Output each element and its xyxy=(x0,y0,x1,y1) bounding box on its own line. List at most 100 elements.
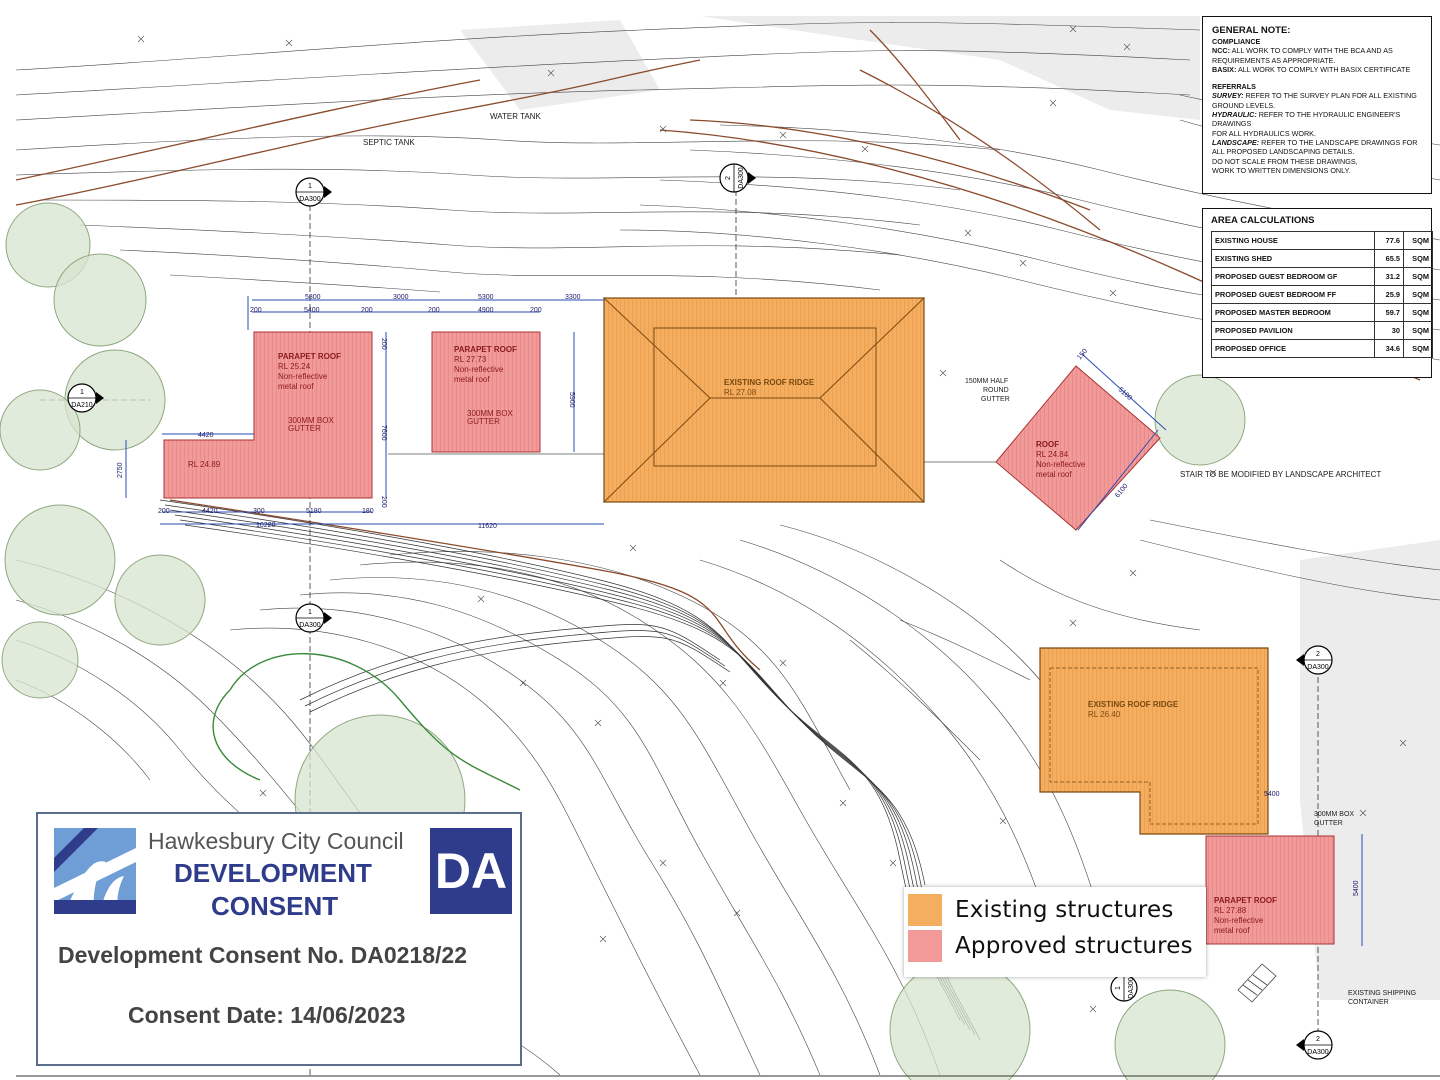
svg-text:5800: 5800 xyxy=(305,294,321,301)
existing-roof-shed: EXISTING ROOF RIDGE RL 26.40 xyxy=(1039,647,1269,835)
level-crosses xyxy=(137,25,1407,1013)
svg-text:200: 200 xyxy=(428,307,440,314)
svg-text:200: 200 xyxy=(530,307,542,314)
svg-text:2: 2 xyxy=(725,176,732,180)
council-name: Hawkesbury City Council xyxy=(148,828,404,854)
svg-text:DA300: DA300 xyxy=(1307,1049,1329,1056)
ncc-note: NCC: ALL WORK TO COMPLY WITH THE BCA AND… xyxy=(1212,46,1393,65)
svg-text:5900: 5900 xyxy=(568,392,575,408)
svg-text:180: 180 xyxy=(362,508,374,515)
legend: Existing structures Approved structures xyxy=(904,887,1206,977)
svg-text:5400: 5400 xyxy=(1264,791,1280,798)
area-calculations-title: AREA CALCULATIONS xyxy=(1211,215,1315,226)
svg-text:2750: 2750 xyxy=(117,462,124,478)
svg-text:RL 26.40: RL 26.40 xyxy=(1088,710,1121,719)
svg-text:DA300: DA300 xyxy=(1128,977,1135,999)
svg-text:RL 24.84: RL 24.84 xyxy=(1036,450,1069,459)
dimension-lines xyxy=(125,296,1363,946)
consent-label: CONSENT xyxy=(211,891,339,921)
septic-tank-label: SEPTIC TANK xyxy=(363,138,415,147)
consent-date: Consent Date: 14/06/2023 xyxy=(128,1002,406,1028)
svg-text:1: 1 xyxy=(308,609,312,616)
landscape-note: LANDSCAPE: REFER TO THE LANDSCAPE DRAWIN… xyxy=(1212,137,1418,157)
section-marker-da210: 1 DA210 xyxy=(67,383,104,413)
svg-text:200: 200 xyxy=(361,307,373,314)
section-marker-1-mid: 1 DA300 xyxy=(295,603,332,633)
svg-text:PARAPET ROOF: PARAPET ROOF xyxy=(278,352,341,361)
svg-text:1: 1 xyxy=(1115,986,1122,990)
grey-zones xyxy=(460,16,1440,1000)
svg-text:Non-reflective: Non-reflective xyxy=(1214,916,1264,925)
svg-text:Non-reflective: Non-reflective xyxy=(454,365,504,374)
svg-text:1: 1 xyxy=(80,389,84,396)
general-note-box: GENERAL NOTE: COMPLIANCE NCC: ALL WORK T… xyxy=(1202,16,1432,194)
svg-text:300: 300 xyxy=(253,508,265,515)
legend-item-existing: Existing structures xyxy=(904,892,1206,928)
stairs xyxy=(1237,963,1277,1003)
svg-text:3300: 3300 xyxy=(565,294,581,301)
svg-text:200: 200 xyxy=(250,307,262,314)
legend-label-existing: Existing structures xyxy=(955,897,1174,923)
svg-text:ROOF: ROOF xyxy=(1036,440,1059,449)
section-marker-1-lower: 1 DA300 xyxy=(1110,974,1138,1002)
svg-text:DA210: DA210 xyxy=(71,402,93,409)
svg-text:7600: 7600 xyxy=(380,425,387,441)
svg-text:RL 27.08: RL 27.08 xyxy=(724,388,757,397)
lower-wing-rl: RL 24.89 xyxy=(188,460,221,469)
svg-text:11620: 11620 xyxy=(478,523,497,530)
svg-text:Non-reflective: Non-reflective xyxy=(278,372,328,381)
green-arc xyxy=(212,653,521,791)
section-marker-2-top: 2 DA300 xyxy=(719,163,756,193)
svg-text:2: 2 xyxy=(1316,651,1320,658)
svg-text:DA300: DA300 xyxy=(1307,664,1329,671)
legend-swatch-approved xyxy=(908,930,942,962)
approved-roof-parapet-b: PARAPET ROOF RL 27.73 Non-reflective met… xyxy=(431,331,541,453)
stair-note-label: STAIR TO BE MODIFIED BY LANDSCAPE ARCHIT… xyxy=(1180,470,1381,479)
svg-text:4420: 4420 xyxy=(198,432,214,439)
svg-text:200: 200 xyxy=(158,508,170,515)
box-gutter-label-1: 300MM BOX xyxy=(1314,811,1354,818)
referrals-heading: REFERRALS xyxy=(1212,82,1256,92)
gutter-label-2: ROUND xyxy=(983,387,1009,394)
svg-text:EXISTING ROOF RIDGE: EXISTING ROOF RIDGE xyxy=(1088,700,1179,709)
legend-label-approved: Approved structures xyxy=(955,933,1193,959)
svg-text:10220: 10220 xyxy=(256,522,276,529)
hydraulic-note-2: FOR ALL HYDRAULICS WORK. xyxy=(1212,128,1316,138)
svg-text:5300: 5300 xyxy=(478,294,494,301)
svg-text:200: 200 xyxy=(380,496,387,508)
dimensions-note: WORK TO WRITTEN DIMENSIONS ONLY. xyxy=(1212,165,1351,175)
svg-text:DA300: DA300 xyxy=(299,622,321,629)
svg-text:PARAPET ROOF: PARAPET ROOF xyxy=(454,345,517,354)
box-gutter-label-2: GUTTER xyxy=(1314,820,1343,827)
svg-text:metal roof: metal roof xyxy=(454,375,490,384)
approved-roof-parapet-c: PARAPET ROOF RL 27.88 Non-reflective met… xyxy=(1205,835,1335,945)
legend-item-approved: Approved structures xyxy=(904,928,1206,964)
svg-text:4420: 4420 xyxy=(202,508,218,515)
svg-text:metal roof: metal roof xyxy=(1214,926,1250,935)
hydraulic-note: HYDRAULIC: REFER TO THE HYDRAULIC ENGINE… xyxy=(1212,110,1401,129)
svg-text:5400: 5400 xyxy=(304,307,320,314)
svg-text:300MM BOX: 300MM BOX xyxy=(467,409,513,418)
legend-swatch-existing xyxy=(908,894,942,926)
svg-text:2: 2 xyxy=(1316,1036,1320,1043)
development-consent-stamp: Hawkesbury City Council DEVELOPMENT CONS… xyxy=(36,812,522,1066)
svg-text:EXISTING ROOF RIDGE: EXISTING ROOF RIDGE xyxy=(724,378,815,387)
scale-note: DO NOT SCALE FROM THESE DRAWINGS, xyxy=(1212,156,1358,166)
svg-text:5400: 5400 xyxy=(1353,880,1360,896)
svg-text:DA300: DA300 xyxy=(299,196,321,203)
shipping-container-label-2: CONTAINER xyxy=(1348,999,1389,1006)
svg-text:DA300: DA300 xyxy=(738,167,745,189)
basix-note: BASIX: ALL WORK TO COMPLY WITH BASIX CER… xyxy=(1212,64,1411,74)
svg-text:GUTTER: GUTTER xyxy=(288,424,321,433)
svg-text:metal roof: metal roof xyxy=(1036,470,1072,479)
water-tank-label: WATER TANK xyxy=(490,112,541,121)
